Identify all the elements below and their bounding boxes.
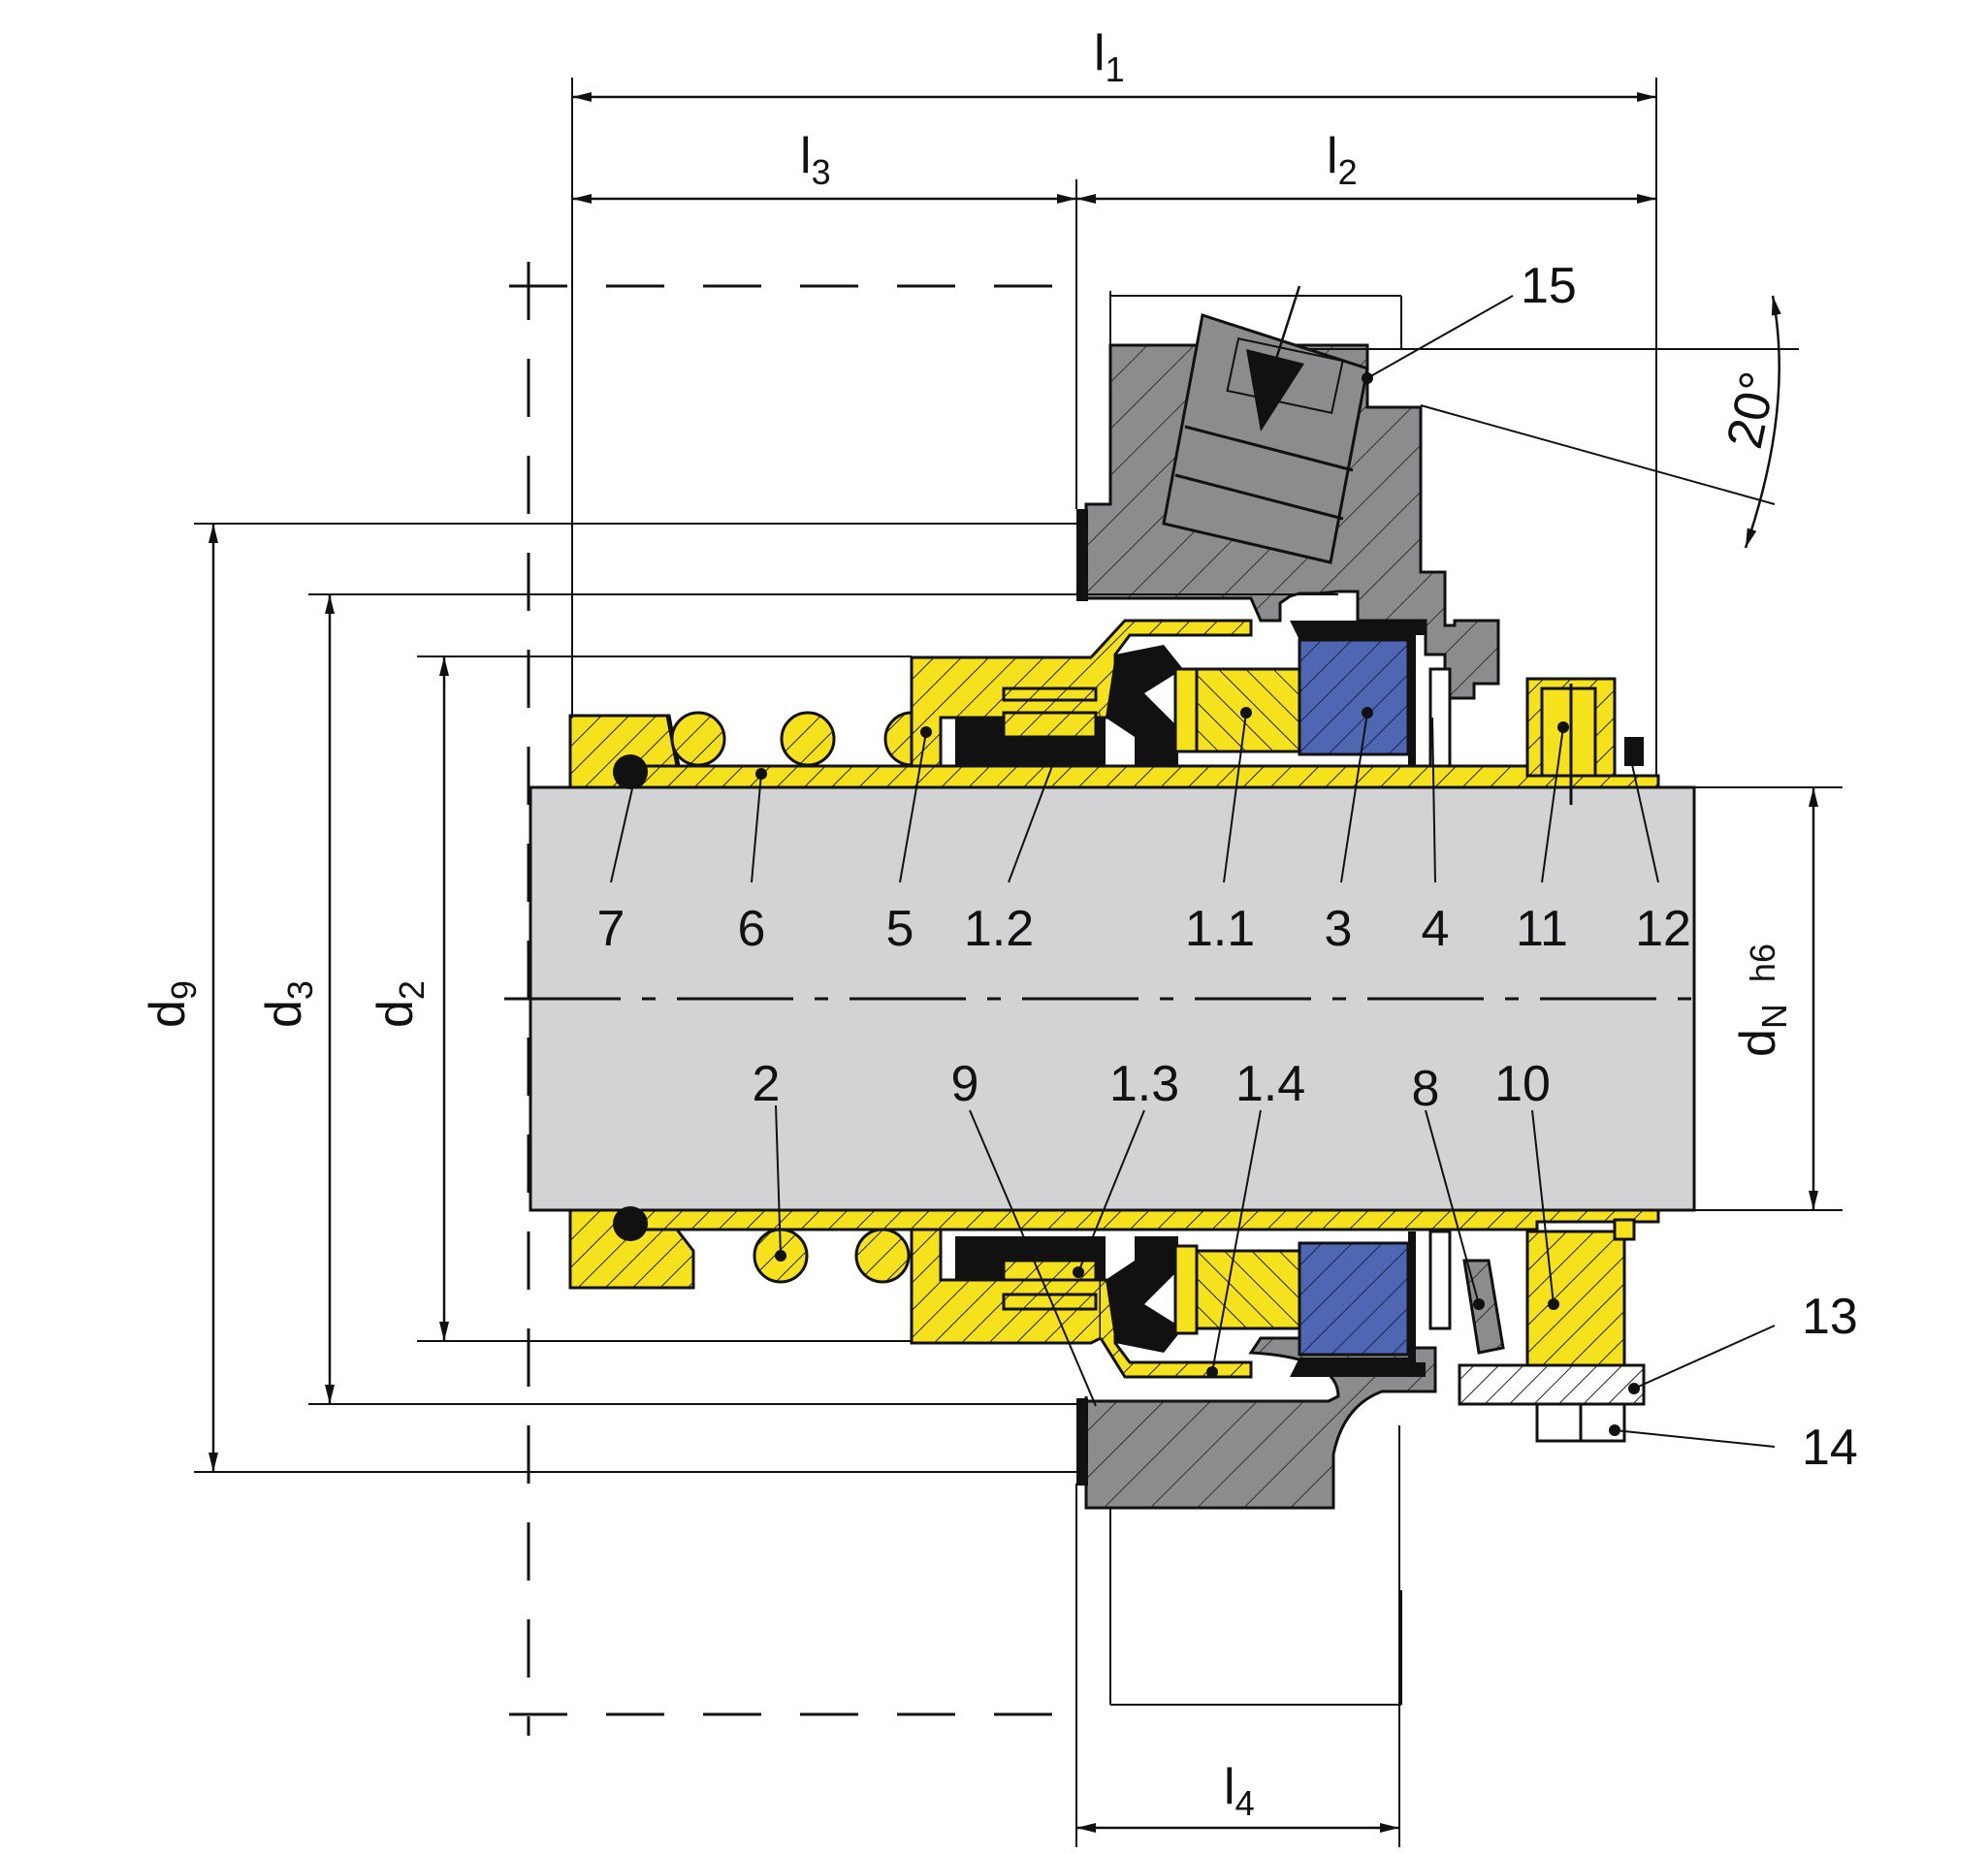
label-d9: d9 (140, 980, 204, 1028)
flat-gasket-bottom (1076, 1398, 1088, 1486)
gland-bore-dashed-lines (509, 262, 1076, 1736)
part-label: 11 (1516, 901, 1568, 957)
part-label: 1.3 (1109, 1056, 1179, 1112)
dim-arc-angle (1744, 295, 1781, 549)
flow-arrow-head (1246, 349, 1304, 432)
rotating-face-bottom (1173, 1244, 1301, 1335)
flush-connection-fitting (1162, 313, 1369, 564)
part-label: 1.4 (1235, 1056, 1305, 1112)
stationary-seat-bottom (1290, 1231, 1426, 1377)
part-label: 15 (1521, 258, 1577, 314)
part-label: 3 (1325, 901, 1353, 957)
extension-lines (194, 78, 1843, 1847)
part-label: 1.2 (964, 901, 1034, 957)
part-label: 10 (1494, 1056, 1551, 1112)
part-label: 8 (1412, 1061, 1440, 1117)
label-d3: d3 (256, 980, 320, 1028)
flat-gasket-top (1076, 509, 1088, 601)
set-screw-collar-top (1525, 677, 1644, 805)
part-label: 1.1 (1185, 901, 1255, 957)
part-label: 12 (1635, 901, 1691, 957)
sleeve-collar-bottom (568, 1206, 695, 1290)
part-label: 2 (753, 1056, 781, 1112)
part-label: 7 (597, 901, 625, 957)
part-label: 5 (886, 901, 914, 957)
stationary-seat-top (1290, 621, 1426, 766)
label-d2: d2 (368, 980, 432, 1028)
label-l4: l4 (1224, 1759, 1255, 1823)
label-l1: l1 (1094, 25, 1125, 89)
part-label: 4 (1422, 901, 1450, 957)
sleeve-collar-top (568, 714, 679, 789)
seat-oring-gap-bottom (1428, 1230, 1452, 1330)
part-labels-right: 13 14 15 (1521, 258, 1858, 1476)
rotating-face-top (1173, 667, 1301, 753)
clamp-ring-bottom (1525, 1218, 1636, 1374)
part-label: 6 (738, 901, 766, 957)
elastomer-bellows-top (955, 645, 1183, 766)
label-l3: l3 (800, 128, 831, 192)
shaft-sleeve-top (568, 714, 1660, 789)
assembly-fixture (1458, 1363, 1646, 1443)
leader-dots (755, 372, 1640, 1436)
part-labels-bottom: 2 9 1.3 1.4 8 10 (753, 1056, 1551, 1117)
seat-oring-gap-top (1428, 667, 1452, 768)
label-dN: dNh6 (1730, 943, 1794, 1057)
part-label: 9 (951, 1056, 979, 1112)
part-label: 14 (1802, 1420, 1858, 1476)
part-label: 13 (1802, 1289, 1858, 1345)
spring-coils-top (670, 711, 940, 767)
part-labels-top: 7 6 5 1.2 1.1 3 4 11 12 (597, 901, 1691, 957)
elastomer-bellows-bottom (955, 1236, 1183, 1353)
shaft-sleeve-bottom (568, 1208, 1660, 1287)
label-angle: 20° (1716, 368, 1787, 454)
label-l2: l2 (1327, 128, 1358, 192)
leader-lines (610, 295, 1776, 1448)
